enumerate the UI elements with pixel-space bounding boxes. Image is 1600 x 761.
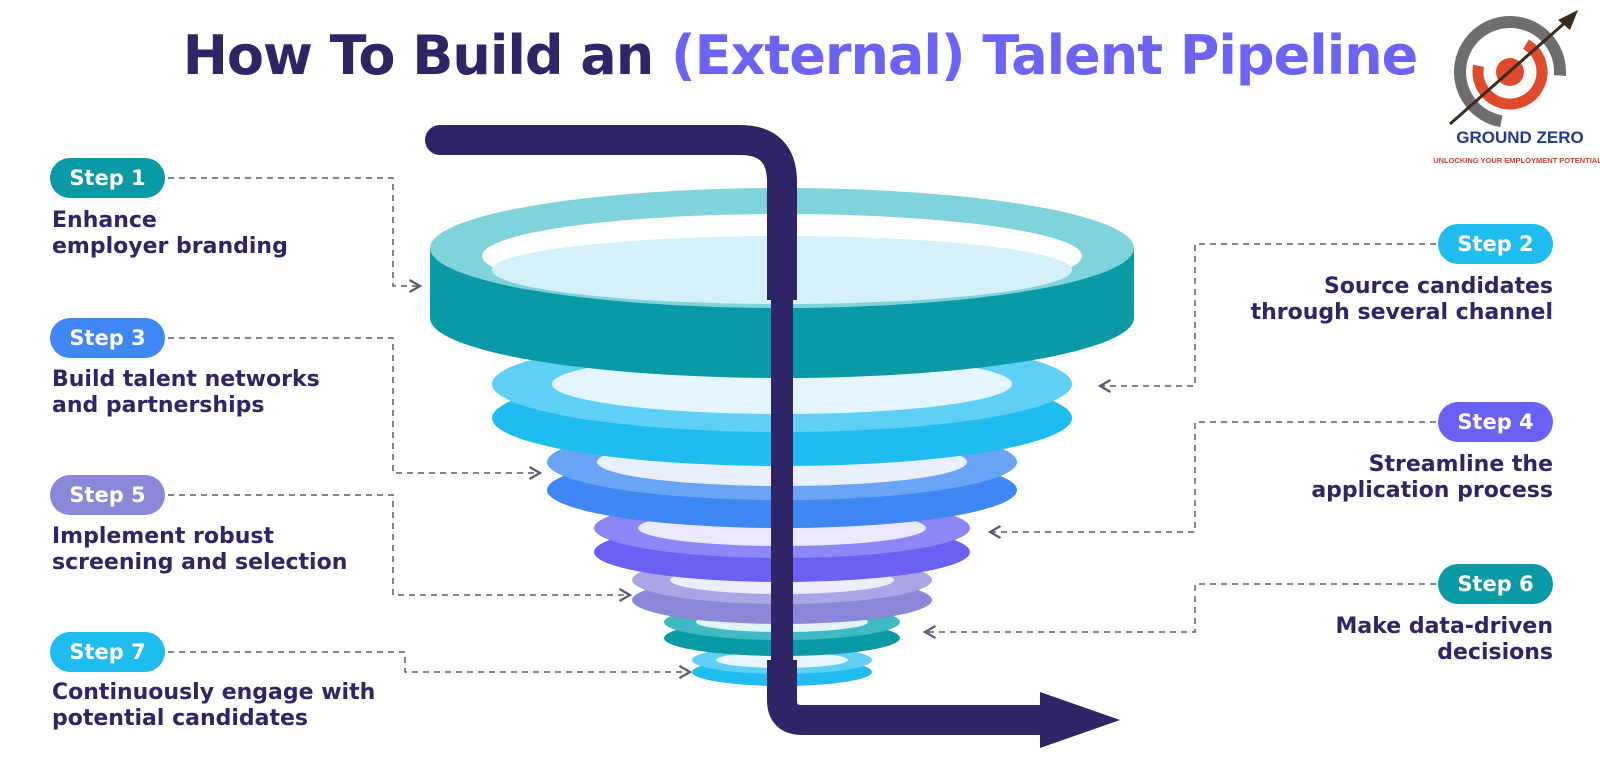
step-3-line-2: and partnerships [52, 393, 265, 418]
pipeline-pipe-exit [767, 660, 1050, 735]
step-5-line-2: screening and selection [52, 550, 348, 575]
step-1-line-2: employer branding [52, 234, 288, 259]
step-6-line-2: decisions [1437, 640, 1553, 665]
step-2-line-1: Source candidates [1323, 274, 1553, 299]
step-6-badge: Step 6 [1438, 564, 1553, 604]
step-6-text: Make data-driven decisions [1193, 614, 1553, 666]
step-3-line-1: Build talent networks [52, 367, 320, 392]
step-4-badge: Step 4 [1438, 402, 1553, 442]
step-4-line-2: application process [1311, 478, 1553, 503]
connector-step-1 [168, 177, 423, 293]
connector-step-7 [168, 651, 693, 679]
step-3-text: Build talent networks and partnerships [52, 367, 412, 419]
step-7-line-2: potential candidates [52, 706, 309, 731]
page-title: How To Build an (External) Talent Pipeli… [0, 24, 1600, 87]
step-4-line-1: Streamline the [1368, 452, 1553, 477]
connector-step-5 [168, 494, 633, 602]
step-2-line-2: through several channel [1250, 300, 1553, 325]
step-1-badge: Step 1 [50, 158, 165, 198]
connector-step-2 [1097, 243, 1436, 393]
connector-step-6 [922, 583, 1436, 639]
step-1-line-1: Enhance [52, 208, 157, 233]
logo-tagline: UNLOCKING YOUR EMPLOYMENT POTENTIAL [1433, 156, 1600, 165]
step-2-badge: Step 2 [1438, 224, 1553, 264]
title-accent: (External) Talent Pipeline [671, 24, 1418, 87]
step-6-line-1: Make data-driven [1335, 614, 1553, 639]
step-1-text: Enhance employer branding [52, 208, 412, 260]
step-5-badge: Step 5 [50, 475, 165, 515]
step-7-badge: Step 7 [50, 632, 165, 672]
title-main: How To Build an [182, 24, 671, 87]
step-4-text: Streamline the application process [1193, 452, 1553, 504]
connector-step-4 [987, 421, 1436, 539]
step-7-line-1: Continuously engage with [52, 680, 376, 705]
step-2-text: Source candidates through several channe… [1193, 274, 1553, 326]
step-7-text: Continuously engage with potential candi… [52, 680, 412, 732]
step-5-line-1: Implement robust [52, 524, 274, 549]
ground-zero-logo [1449, 10, 1578, 128]
connector-step-3 [168, 337, 543, 480]
logo-name: GROUND ZERO [1456, 128, 1584, 147]
step-5-text: Implement robust screening and selection [52, 524, 412, 576]
step-3-badge: Step 3 [50, 318, 165, 358]
pipeline-arrowhead [1040, 692, 1120, 748]
